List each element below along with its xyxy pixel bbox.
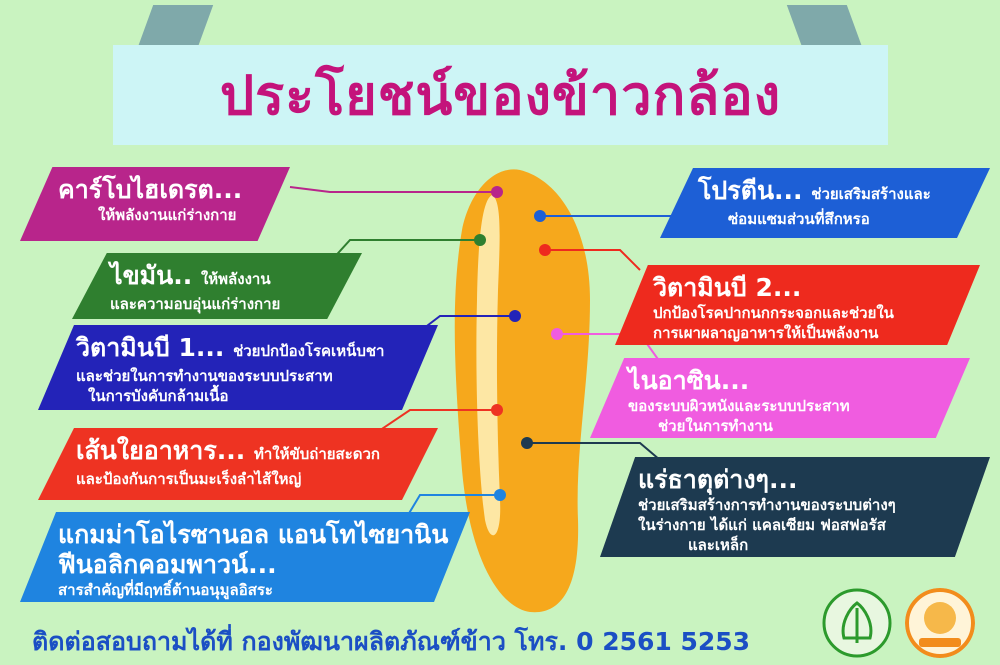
panel-fat-subtitle: ให้พลังงาน bbox=[200, 270, 271, 288]
dot-fat bbox=[474, 234, 486, 246]
dot-b1 bbox=[509, 310, 521, 322]
connector-mineral bbox=[527, 442, 661, 461]
panel-protein-title: โปรตีน... bbox=[698, 176, 803, 205]
panel-antioxidants-head-1: แกมม่าโอไรซานอล แอนโทไซยานิน bbox=[58, 520, 449, 549]
panel-niacin-head: ไนอาซิน... bbox=[628, 366, 750, 395]
panel-fiber-body: และป้องกันการเป็นมะเร็งลำไส้ใหญ่ bbox=[76, 470, 302, 488]
panel-minerals-head: แร่ธาตุต่างๆ... bbox=[638, 465, 798, 494]
dot-mineral bbox=[521, 437, 533, 449]
dot-protein bbox=[534, 210, 546, 222]
panel-antioxidants-head-2: ฟีนอลิกคอมพาวน์... bbox=[58, 550, 277, 579]
rice-grain-highlight bbox=[476, 195, 501, 536]
title-banner: ประโยชน์ของข้าวกล้อง bbox=[113, 45, 888, 145]
panel-minerals-body-1: ช่วยเสริมสร้างการทำงานของระบบต่างๆ bbox=[638, 496, 896, 514]
connector-carb bbox=[289, 186, 497, 193]
panel-carbohydrate-head: คาร์โบไฮเดรต... bbox=[58, 175, 243, 204]
panel-protein-body: ซ่อมแซมส่วนที่สึกหรอ bbox=[728, 210, 870, 228]
panel-vitamin-b1-subtitle: ช่วยปกป้องโรคเหน็บชา bbox=[233, 342, 385, 360]
panel-fiber: เส้นใยอาหาร... ทำให้ขับถ่ายสะดวก และป้อง… bbox=[38, 428, 438, 500]
panel-vitamin-b2-head: วิตามินบี 2... bbox=[653, 273, 802, 302]
contact-footer: ติดต่อสอบถามได้ที่ กองพัฒนาผลิตภัณฑ์ข้าว… bbox=[32, 627, 751, 656]
panel-carbohydrate-body: ให้พลังงานแก่ร่างกาย bbox=[98, 206, 237, 224]
panel-fat: ไขมัน.. ให้พลังงาน และความอบอุ่นแก่ร่างก… bbox=[72, 253, 362, 319]
panel-fat-head: ไขมัน.. ให้พลังงาน bbox=[110, 261, 332, 294]
dot-b2 bbox=[539, 244, 551, 256]
panel-vitamin-b2-body-2: การเผาผลาญอาหารให้เป็นพลังงาน bbox=[653, 324, 879, 342]
panel-fat-title: ไขมัน.. bbox=[110, 261, 193, 290]
dot-gaba bbox=[494, 489, 506, 501]
panel-protein: โปรตีน... ช่วยเสริมสร้างและ ซ่อมแซมส่วนท… bbox=[660, 168, 990, 238]
dot-carb bbox=[491, 186, 503, 198]
dot-niacin bbox=[551, 328, 563, 340]
panel-niacin: ไนอาซิน... ของระบบผิวหนังและระบบประสาท ช… bbox=[590, 358, 970, 438]
panel-minerals-body-2: ในร่างกาย ได้แก่ แคลเซียม ฟอสฟอรัส bbox=[638, 516, 886, 534]
panel-carbohydrate: คาร์โบไฮเดรต... ให้พลังงานแก่ร่างกาย bbox=[20, 167, 290, 241]
panel-vitamin-b2-body-1: ปกป้องโรคปากนกกระจอกและช่วยใน bbox=[653, 304, 894, 322]
panel-vitamin-b1-head: วิตามินบี 1... ช่วยปกป้องโรคเหน็บชา bbox=[76, 333, 408, 366]
panel-vitamin-b1-body-2: ในการบังคับกล้ามเนื้อ bbox=[88, 387, 229, 405]
rice-department-logo bbox=[905, 588, 975, 658]
dot-fiber bbox=[491, 404, 503, 416]
panel-vitamin-b1: วิตามินบี 1... ช่วยปกป้องโรคเหน็บชา และช… bbox=[38, 325, 438, 410]
rice-grain bbox=[454, 169, 590, 613]
panel-protein-head: โปรตีน... ช่วยเสริมสร้างและ bbox=[698, 176, 960, 209]
panel-niacin-body-2: ช่วยในการทำงาน bbox=[658, 417, 773, 435]
panel-antioxidants-body: สารสำคัญที่มีฤทธิ์ต้านอนุมูลอิสระ bbox=[58, 581, 273, 599]
panel-vitamin-b1-body-1: และช่วยในการทำงานของระบบประสาท bbox=[76, 367, 333, 385]
ministry-seal-logo bbox=[822, 588, 892, 658]
panel-fat-body: และความอบอุ่นแก่ร่างกาย bbox=[110, 295, 281, 313]
panel-vitamin-b1-title: วิตามินบี 1... bbox=[76, 333, 225, 362]
panel-minerals-body-3: และเหล็ก bbox=[688, 536, 749, 554]
panel-fiber-subtitle: ทำให้ขับถ่ายสะดวก bbox=[253, 445, 381, 463]
panel-fiber-head: เส้นใยอาหาร... ทำให้ขับถ่ายสะดวก bbox=[76, 436, 408, 469]
connector-b2 bbox=[545, 249, 641, 271]
connector-gaba bbox=[404, 494, 500, 521]
panel-protein-subtitle: ช่วยเสริมสร้างและ bbox=[811, 185, 931, 203]
page-title: ประโยชน์ของข้าวกล้อง bbox=[219, 64, 782, 127]
panel-antioxidants: แกมม่าโอไรซานอล แอนโทไซยานิน ฟีนอลิกคอมพ… bbox=[20, 512, 470, 602]
panel-niacin-body-1: ของระบบผิวหนังและระบบประสาท bbox=[628, 397, 850, 415]
panel-minerals: แร่ธาตุต่างๆ... ช่วยเสริมสร้างการทำงานขอ… bbox=[600, 457, 990, 557]
panel-vitamin-b2: วิตามินบี 2... ปกป้องโรคปากนกกระจอกและช่… bbox=[615, 265, 980, 345]
panel-fiber-title: เส้นใยอาหาร... bbox=[76, 436, 246, 465]
